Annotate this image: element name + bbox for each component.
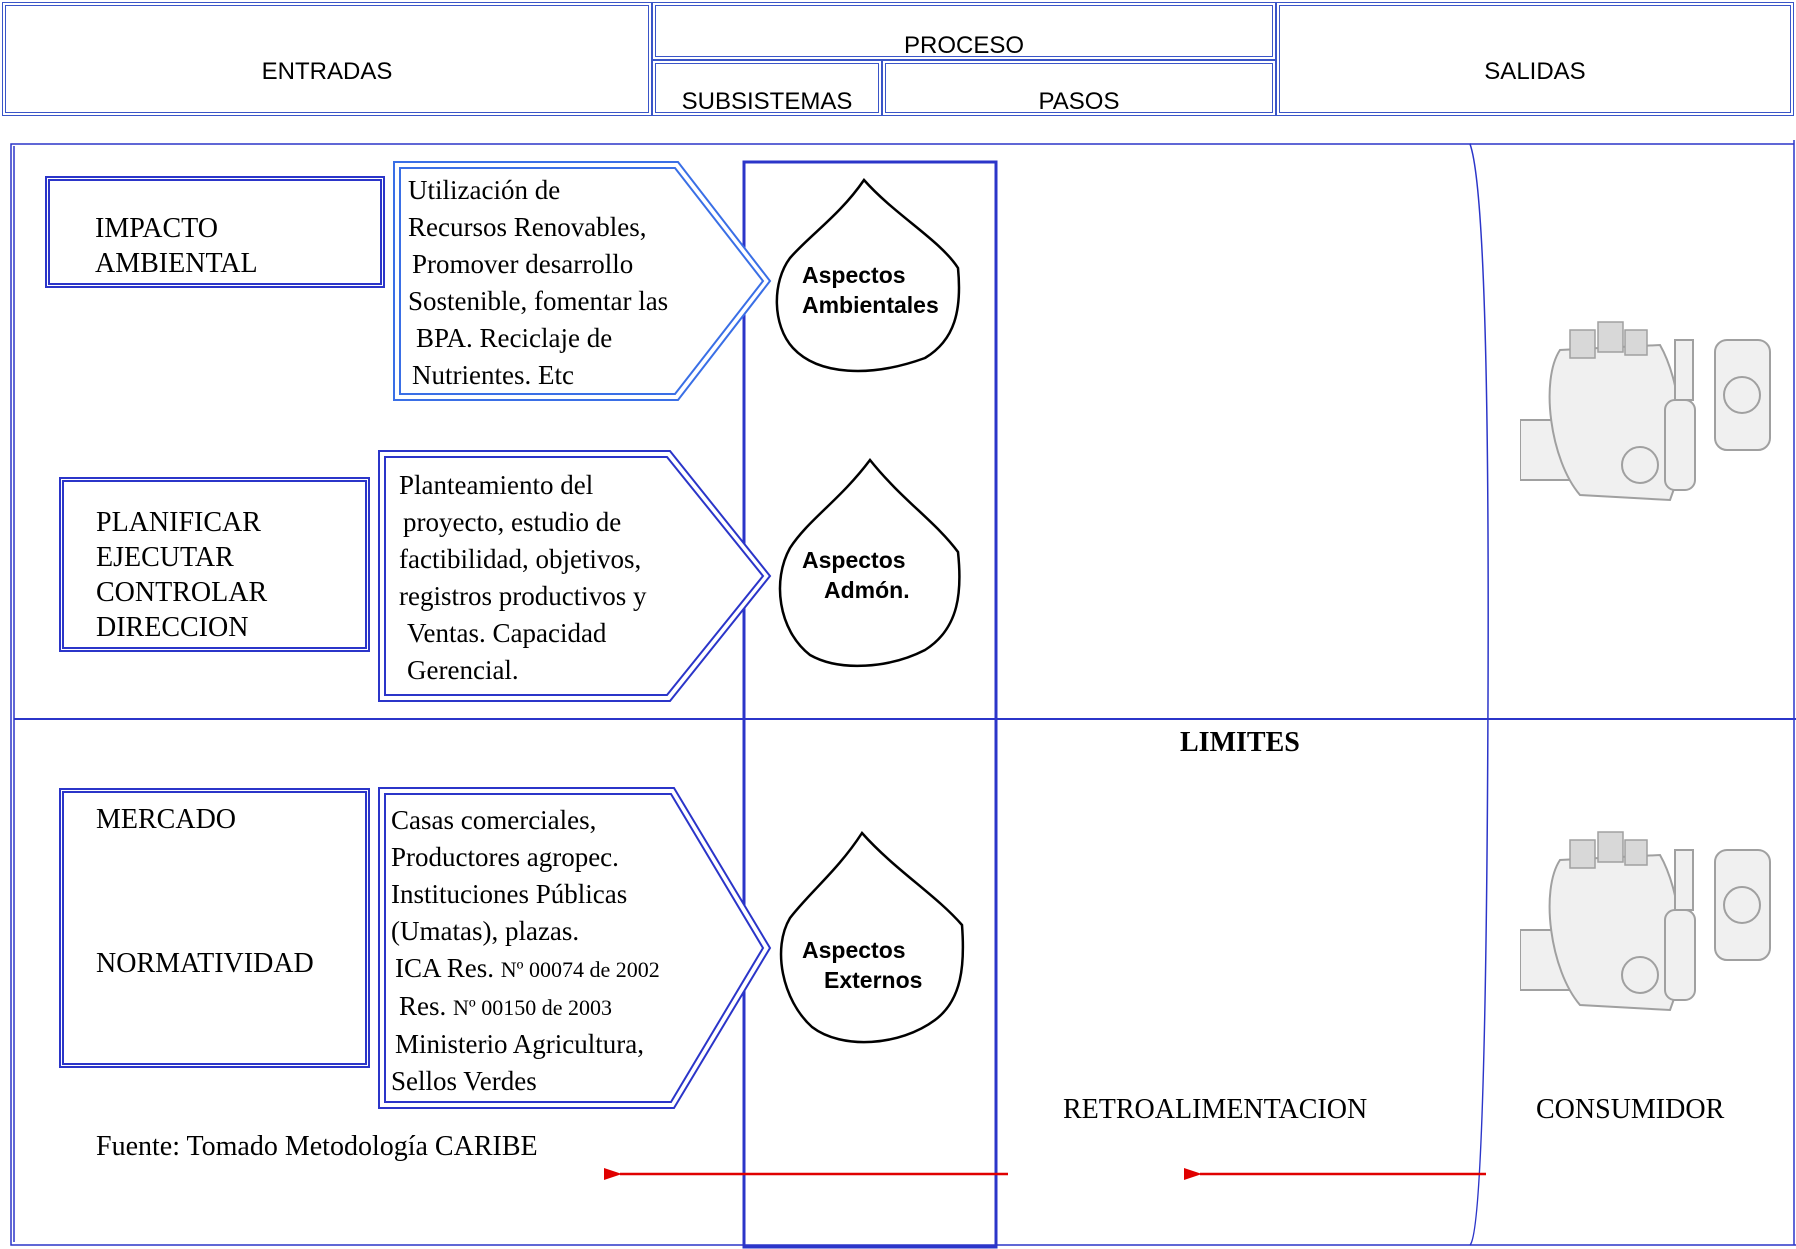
header-subsistemas-cell — [652, 60, 882, 116]
description-line: BPA. Reciclaje de — [416, 323, 613, 353]
description-line: Planteamiento del — [399, 470, 594, 500]
description-line: Res. Nº 00150 de 2003 — [391, 988, 660, 1026]
header-entradas-label: ENTRADAS — [261, 58, 393, 85]
subsystem-admon: Aspectos Admón. — [802, 545, 910, 605]
description-line: proyecto, estudio de — [403, 507, 622, 537]
description-line: Gerencial. — [407, 655, 519, 685]
pentagon-arrow-2 — [378, 450, 772, 702]
input-line: AMBIENTAL — [95, 248, 258, 279]
description-line: Promover desarrollo — [412, 249, 634, 279]
header-entradas-cell — [2, 2, 652, 116]
input-line: PLANIFICAR — [96, 507, 261, 538]
subsystem-line: Aspectos — [802, 547, 906, 573]
description-line: Sostenible, fomentar las — [408, 286, 669, 316]
pentagon-arrow-1 — [393, 161, 772, 401]
description-line: Utilización de — [408, 175, 561, 205]
drop-admon — [778, 457, 961, 668]
retroalimentacion-label: RETROALIMENTACION — [1063, 1094, 1368, 1125]
subsystem-line: Ambientales — [802, 292, 939, 318]
subsystem-line: Aspectos — [802, 262, 906, 288]
description-line: registros productivos y — [399, 581, 647, 611]
consumidor-label: CONSUMIDOR — [1536, 1094, 1725, 1125]
limites-label: LIMITES — [1180, 727, 1300, 758]
subsystem-line: Admón. — [824, 577, 910, 603]
input-text-mercado: MERCADO — [96, 804, 237, 835]
input-box-impacto — [45, 176, 385, 288]
input-line: DIRECCION — [96, 612, 249, 643]
description-line: (Umatas), plazas. — [391, 916, 580, 946]
subsystem-line: Externos — [824, 967, 923, 993]
header-proceso-cell — [652, 2, 1276, 60]
description-line: Nutrientes. Etc — [412, 360, 574, 390]
description-line: factibilidad, objetivos, — [399, 544, 642, 574]
description-line: Productores agropec. — [391, 842, 619, 872]
pentagon-arrow-1-inner — [399, 167, 765, 395]
description-line: Casas comerciales, — [391, 805, 597, 835]
description-3: Casas comerciales, Productores agropec. … — [391, 802, 660, 1100]
pentagon-arrow-3 — [378, 787, 772, 1109]
subsystems-column — [742, 160, 998, 1249]
subsystem-externos: Aspectos Externos — [802, 935, 922, 995]
input-box-mercado — [59, 788, 370, 1068]
header-subsistemas-label: SUBSISTEMAS — [681, 88, 853, 115]
header-salidas-cell — [1276, 2, 1794, 116]
input-text-impacto: IMPACTO AMBIENTAL — [95, 211, 258, 281]
description-line: Ventas. Capacidad — [407, 618, 607, 648]
input-text-planificar: PLANIFICAR EJECUTAR CONTROLAR DIRECCION — [96, 505, 267, 645]
subsystem-line: Aspectos — [802, 937, 906, 963]
source-note: Fuente: Tomado Metodología CARIBE — [96, 1131, 538, 1162]
input-text-normatividad: NORMATIVIDAD — [96, 948, 314, 979]
header-pasos-cell — [882, 60, 1276, 116]
drop-ambientales — [775, 177, 961, 373]
header-pasos-label: PASOS — [1038, 88, 1120, 115]
pentagon-arrow-2-inner — [384, 456, 765, 696]
fertilizer-products-illustration — [1520, 321, 1771, 502]
description-line: Instituciones Públicas — [391, 879, 628, 909]
drop-externos — [779, 830, 965, 1044]
body-outer-frame — [10, 143, 1489, 1246]
description-line: ICA Res. Nº 00074 de 2002 — [391, 950, 660, 988]
input-box-planificar — [59, 477, 370, 652]
header-proceso-label: PROCESO — [903, 32, 1025, 59]
description-segment: ICA Res. — [395, 953, 501, 983]
subsystem-ambientales: Aspectos Ambientales — [802, 260, 939, 320]
pentagon-arrow-3-inner — [384, 793, 765, 1103]
description-segment-small: Nº 00150 de 2003 — [453, 995, 612, 1020]
description-line: Recursos Renovables, — [408, 212, 647, 242]
input-line: CONTROLAR — [96, 577, 268, 608]
input-line: IMPACTO — [95, 213, 218, 244]
description-segment: Res. — [399, 991, 453, 1021]
input-line: EJECUTAR — [96, 542, 234, 573]
description-segment-small: Nº 00074 de 2002 — [500, 957, 660, 982]
fertilizer-products-illustration — [1520, 831, 1771, 1012]
description-1: Utilización de Recursos Renovables, Prom… — [408, 172, 668, 394]
header-salidas-label: SALIDAS — [1484, 58, 1586, 85]
description-line: Sellos Verdes — [391, 1066, 537, 1096]
description-2: Planteamiento del proyecto, estudio de f… — [399, 467, 646, 689]
description-line: Ministerio Agricultura, — [395, 1029, 644, 1059]
